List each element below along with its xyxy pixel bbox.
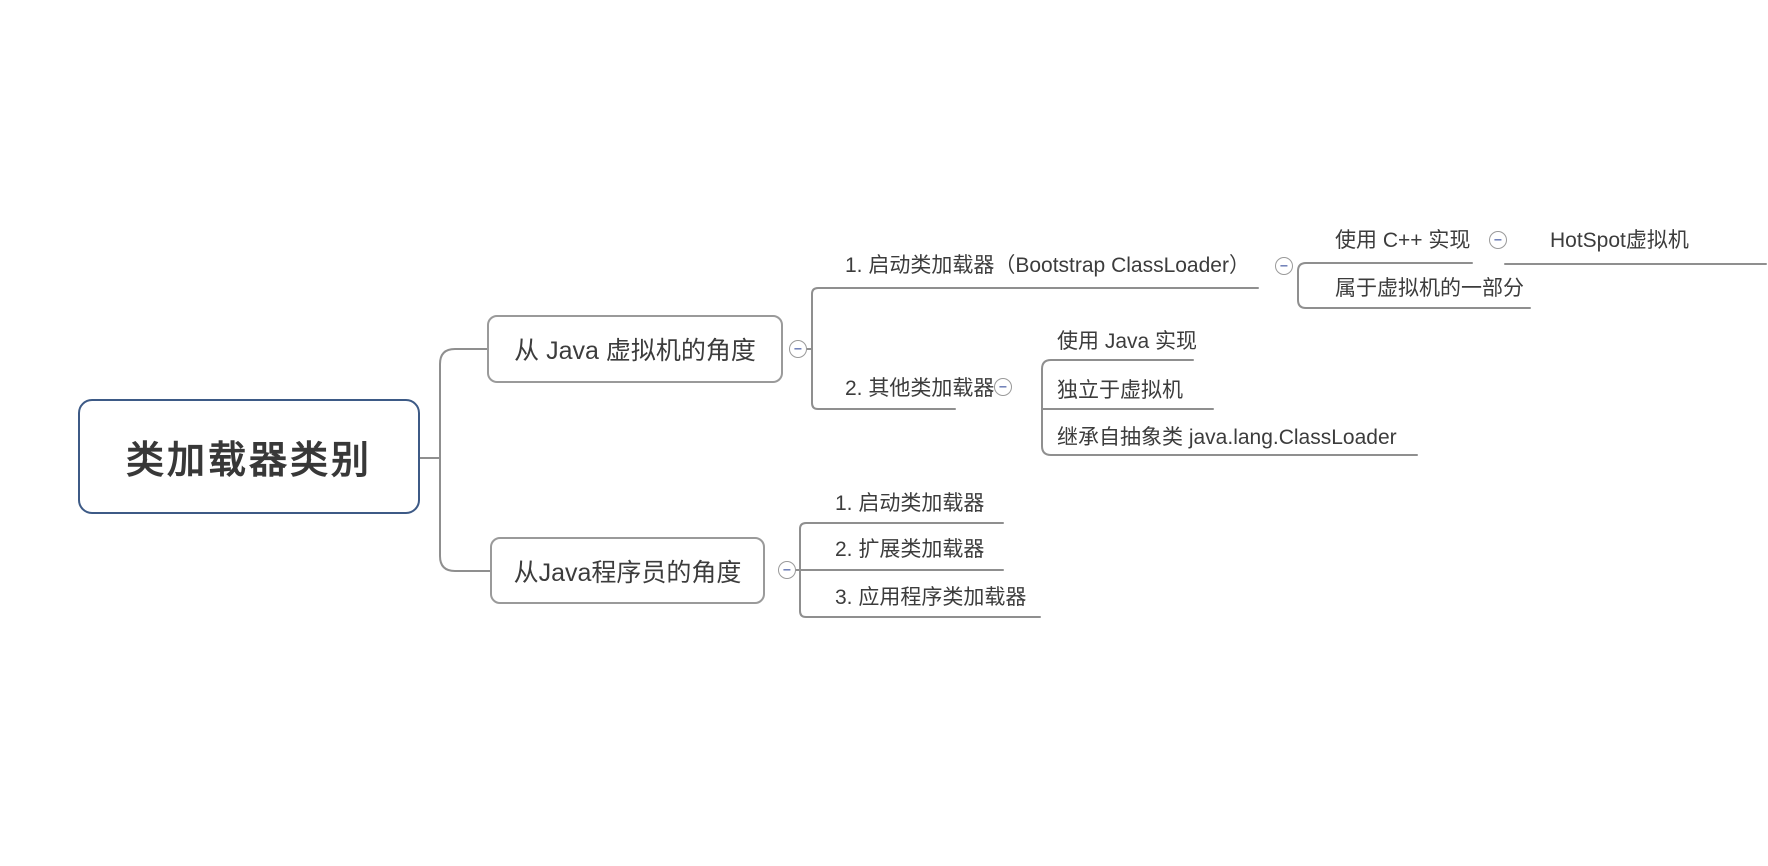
- node-independent-of-vm[interactable]: 独立于虚拟机: [1057, 379, 1183, 402]
- node-cpp-implementation[interactable]: 使用 C++ 实现: [1335, 229, 1471, 252]
- collapse-icon-programmer[interactable]: −: [778, 561, 796, 579]
- minus-icon: −: [998, 378, 1008, 395]
- node-other-classloaders[interactable]: 2. 其他类加载器: [845, 377, 995, 400]
- node-bootstrap-loader[interactable]: 1. 启动类加载器: [835, 492, 985, 515]
- node-programmer-perspective[interactable]: 从Java程序员的角度: [490, 537, 765, 604]
- minus-icon: −: [793, 340, 803, 357]
- collapse-icon-jvm[interactable]: −: [789, 340, 807, 358]
- minus-icon: −: [1279, 257, 1289, 274]
- connector-root-trunk: [439, 348, 491, 572]
- node-hotspot-vm[interactable]: HotSpot虚拟机: [1550, 229, 1689, 252]
- node-root[interactable]: 类加载器类别: [78, 399, 420, 514]
- node-jvm-perspective[interactable]: 从 Java 虚拟机的角度: [487, 315, 783, 383]
- node-application-loader[interactable]: 3. 应用程序类加载器: [835, 586, 1027, 609]
- collapse-icon-other[interactable]: −: [994, 378, 1012, 396]
- collapse-icon-cpp[interactable]: −: [1489, 231, 1507, 249]
- node-part-of-vm[interactable]: 属于虚拟机的一部分: [1335, 277, 1524, 300]
- minus-icon: −: [1493, 231, 1503, 248]
- node-java-implementation[interactable]: 使用 Java 实现: [1057, 330, 1198, 353]
- node-extension-loader[interactable]: 2. 扩展类加载器: [835, 538, 985, 561]
- collapse-icon-bootstrap[interactable]: −: [1275, 257, 1293, 275]
- node-bootstrap-classloader[interactable]: 1. 启动类加载器（Bootstrap ClassLoader）: [845, 254, 1250, 277]
- minus-icon: −: [782, 561, 792, 578]
- node-inherits-classloader[interactable]: 继承自抽象类 java.lang.ClassLoader: [1057, 426, 1397, 449]
